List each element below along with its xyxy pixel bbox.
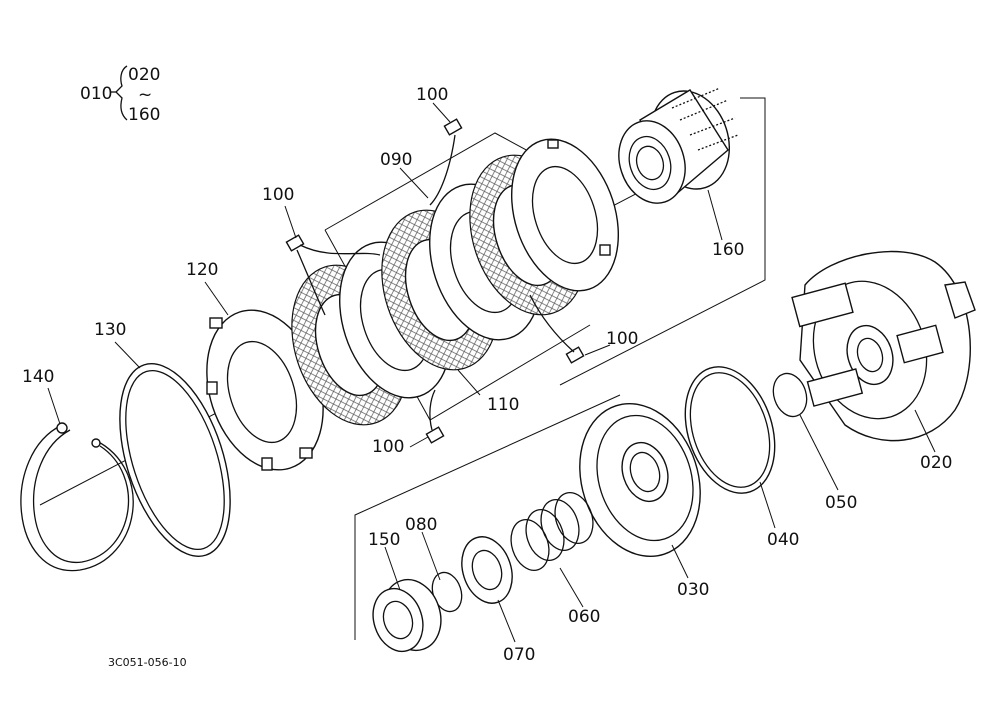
part-030-piston bbox=[579, 402, 701, 558]
part-150-bearing bbox=[372, 578, 442, 653]
callout-160: 160 bbox=[712, 240, 744, 260]
part-070-washer bbox=[461, 536, 513, 604]
group-boundary-right bbox=[559, 97, 766, 386]
callout-060: 060 bbox=[568, 607, 600, 627]
assembly-range-start: 020 bbox=[128, 65, 160, 85]
callout-040: 040 bbox=[767, 530, 799, 550]
callout-100-bottom: 100 bbox=[372, 437, 404, 457]
callout-080: 080 bbox=[405, 515, 437, 535]
callout-100-top: 100 bbox=[416, 85, 448, 105]
assembly-range-end: 160 bbox=[128, 105, 160, 125]
callout-150: 150 bbox=[368, 530, 400, 550]
assembly-parent-code: 010 bbox=[80, 84, 112, 104]
callout-050: 050 bbox=[825, 493, 857, 513]
part-060-spring bbox=[510, 492, 594, 571]
part-020-drum-housing bbox=[791, 250, 976, 442]
callout-090: 090 bbox=[380, 150, 412, 170]
part-100-pins bbox=[285, 118, 585, 444]
drawing-code: 3C051-056-10 bbox=[108, 656, 187, 669]
callout-100-right: 100 bbox=[606, 329, 638, 349]
assembly-bracket: 010 020 ~ 160 bbox=[80, 65, 160, 125]
part-040-seal-ring bbox=[684, 366, 776, 494]
callout-130: 130 bbox=[94, 320, 126, 340]
callout-140: 140 bbox=[22, 367, 54, 387]
part-090-steel-plate-3 bbox=[510, 138, 620, 292]
part-130-ring bbox=[119, 363, 231, 557]
leader-lines bbox=[47, 102, 936, 643]
callout-030: 030 bbox=[677, 580, 709, 600]
part-140-snap-ring bbox=[20, 422, 134, 572]
callout-110: 110 bbox=[487, 395, 519, 415]
assembly-range-separator: ~ bbox=[138, 85, 152, 105]
part-160-clutch-hub bbox=[618, 87, 739, 204]
part-050-o-ring bbox=[772, 372, 808, 418]
callout-020: 020 bbox=[920, 453, 952, 473]
callout-100-left: 100 bbox=[262, 185, 294, 205]
callout-070: 070 bbox=[503, 645, 535, 665]
group-boundary-lower bbox=[354, 394, 621, 640]
callout-120: 120 bbox=[186, 260, 218, 280]
